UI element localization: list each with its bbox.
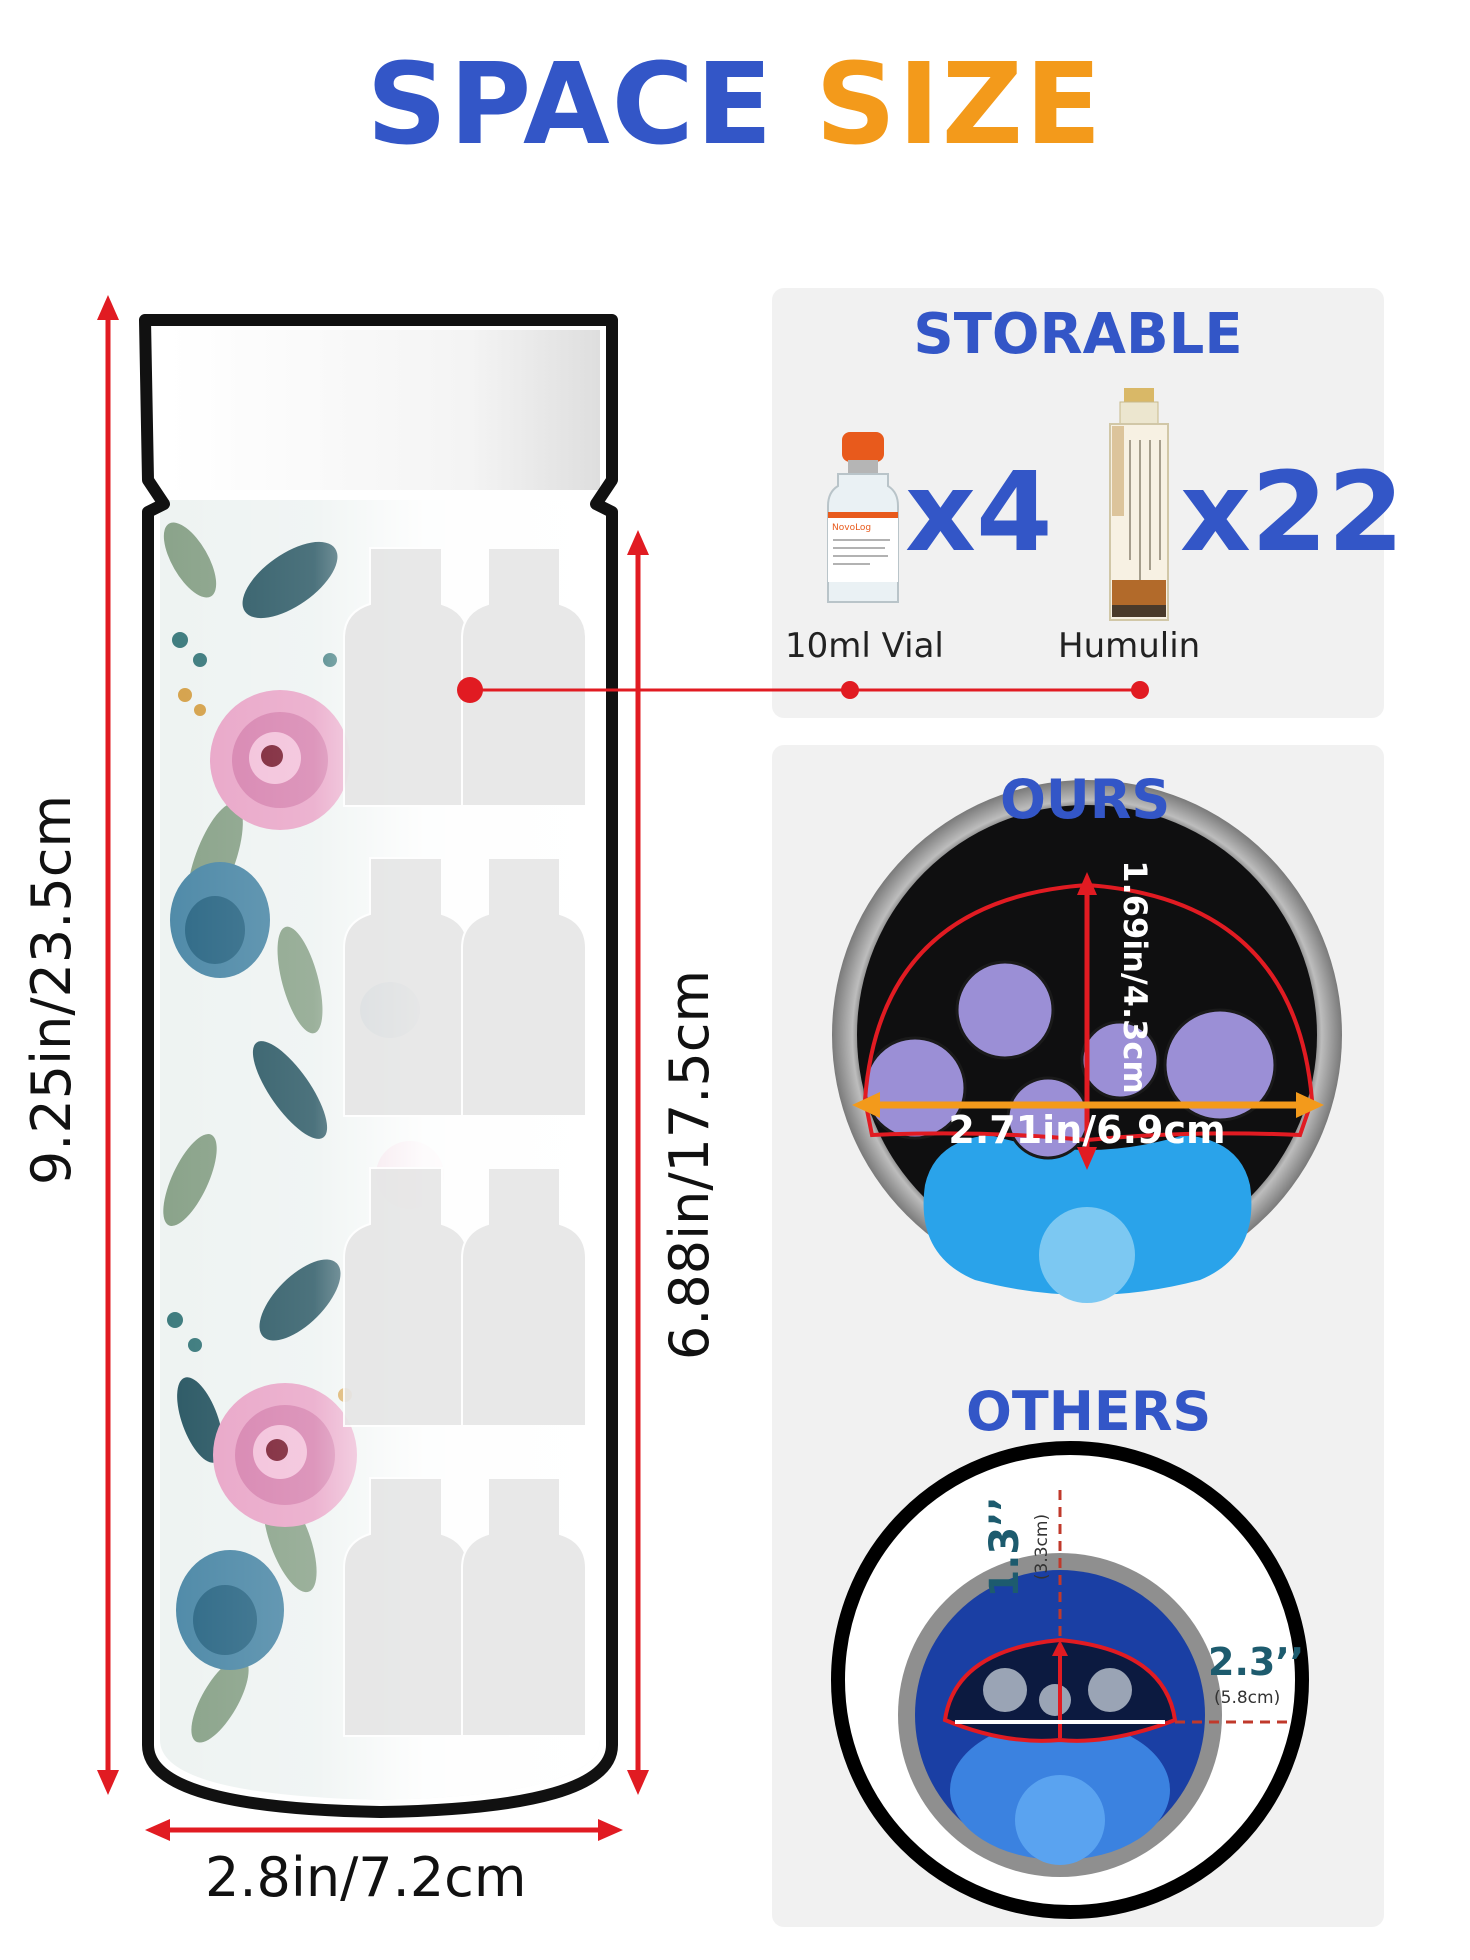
bottle-inner-height-label: 6.88in/17.5cm [658, 969, 721, 1361]
page-title: SPACE SIZE [0, 40, 1470, 170]
bottle-outline-icon [139, 314, 618, 1818]
vial-caption: 10ml Vial [785, 626, 944, 666]
height-arrow [97, 295, 119, 1795]
humulin-caption: Humulin [1058, 626, 1201, 666]
others-depth-sub: (3.3cm) [1032, 1513, 1052, 1581]
vial-icon: NovoLog [827, 432, 899, 603]
ours-heading: OURS [1000, 768, 1171, 831]
bottle-floral-pattern [160, 500, 600, 1800]
bottle-height-label: 9.25in/23.5cm [20, 794, 83, 1186]
others-width-sub: (5.8cm) [1214, 1688, 1281, 1708]
width-arrow [145, 1819, 623, 1841]
storable-heading: STORABLE [913, 302, 1243, 367]
ours-topview-icon [832, 780, 1342, 1303]
title-word-size: SIZE [815, 40, 1104, 170]
others-depth-label: 1.3’’ [982, 1496, 1028, 1598]
inner-height-arrow [627, 530, 649, 1795]
vial-count: x4 [905, 448, 1053, 576]
humulin-count: x22 [1180, 448, 1405, 576]
ours-width-label: 2.71in/6.9cm [948, 1108, 1226, 1152]
storable-connector [457, 677, 1149, 703]
bottle-lid [168, 330, 600, 490]
others-heading: OTHERS [966, 1380, 1212, 1443]
humulin-icon [1109, 388, 1169, 621]
title-word-space: SPACE [366, 40, 775, 170]
bottle-width-label: 2.8in/7.2cm [205, 1846, 527, 1909]
ours-depth-label: 1.69in/4.3cm [1116, 860, 1154, 1094]
vial-brand: NovoLog [832, 523, 871, 533]
others-width-label: 2.3’’ [1208, 1640, 1305, 1684]
others-topview-icon [831, 1441, 1309, 1919]
